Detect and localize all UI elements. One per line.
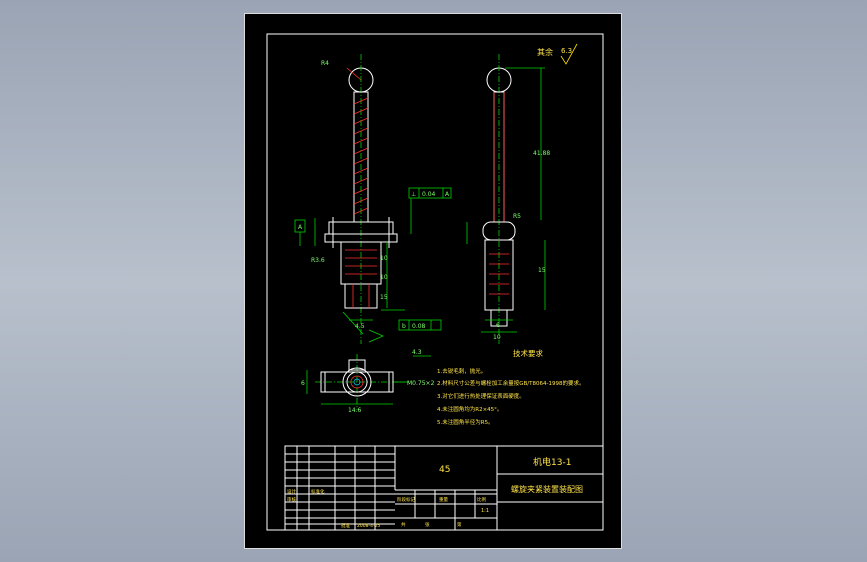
- svg-text:10: 10: [493, 334, 501, 341]
- svg-text:设计: 设计: [287, 488, 296, 495]
- svg-text:批准: 批准: [341, 522, 350, 529]
- svg-text:A: A: [298, 224, 303, 231]
- inner-frame: [266, 33, 604, 531]
- svg-text:6.3: 6.3: [561, 47, 572, 55]
- tech-item: 3.对它们进行热处理保证表面硬度。: [437, 392, 525, 400]
- svg-text:4.5: 4.5: [355, 323, 365, 330]
- tech-requirements: 技术要求 1.去锐毛刺，抛光。 2.材料尺寸公差与螺栓加工余量按GB/T8064…: [437, 348, 584, 426]
- svg-text:阶段标记: 阶段标记: [397, 496, 415, 503]
- svg-text:其余: 其余: [537, 47, 553, 57]
- svg-text:0.04: 0.04: [422, 191, 436, 198]
- front-view: R4 R3.6 10 10 15 4.5 A ⊥ 0.04 A b 0.08: [294, 54, 452, 344]
- svg-text:R4: R4: [321, 60, 329, 67]
- svg-text:R5: R5: [513, 213, 521, 220]
- svg-text:重量: 重量: [439, 496, 448, 503]
- svg-text:第: 第: [457, 521, 462, 528]
- svg-text:14.6: 14.6: [348, 407, 362, 414]
- svg-text:张: 张: [425, 521, 430, 528]
- svg-text:⊥: ⊥: [411, 191, 416, 198]
- svg-text:2008-4-25: 2008-4-25: [357, 523, 380, 529]
- drawing-name: 螺旋夹紧装置装配图: [511, 484, 583, 494]
- svg-text:15: 15: [538, 267, 546, 274]
- svg-text:1:1: 1:1: [481, 508, 489, 514]
- side-view: 41.88 R5 15 6 10: [466, 54, 550, 344]
- svg-text:R3.6: R3.6: [311, 257, 325, 264]
- svg-text:6: 6: [496, 322, 500, 329]
- title-block: 45 机电13-1 螺旋夹紧装置装配图 1:1 设计 标准化 审核 2008-4…: [284, 445, 604, 531]
- tech-item: 2.材料尺寸公差与螺栓加工余量按GB/T8064-1998的要求。: [437, 379, 584, 387]
- cad-drawing: 其余 6.3: [266, 33, 604, 531]
- svg-text:b: b: [402, 323, 406, 330]
- svg-text:41.88: 41.88: [533, 150, 550, 157]
- material-label: 45: [439, 465, 450, 475]
- svg-text:6: 6: [301, 380, 305, 387]
- tech-item: 1.去锐毛刺，抛光。: [437, 367, 486, 375]
- svg-text:标准化: 标准化: [311, 488, 325, 495]
- tech-item: 4.未注圆角均为R2×45°。: [437, 405, 502, 413]
- svg-text:10: 10: [380, 255, 388, 262]
- svg-text:审核: 审核: [287, 496, 296, 503]
- svg-text:A: A: [445, 191, 450, 198]
- plan-view: 14.6 4.3 M0.75×2 6: [301, 349, 435, 414]
- svg-text:4.3: 4.3: [412, 349, 422, 356]
- svg-text:0.08: 0.08: [412, 323, 426, 330]
- svg-text:M0.75×2: M0.75×2: [407, 380, 435, 387]
- tech-heading: 技术要求: [513, 348, 543, 358]
- drawing-number: 机电13-1: [533, 456, 571, 468]
- svg-text:15: 15: [380, 294, 388, 301]
- svg-text:共: 共: [401, 521, 406, 528]
- roughness-symbol: 其余 6.3: [537, 43, 578, 65]
- drawing-sheet: 其余 6.3: [244, 13, 622, 549]
- svg-text:10: 10: [380, 274, 388, 281]
- svg-text:比例: 比例: [477, 496, 486, 503]
- tech-item: 5.未注圆角半径为R5。: [437, 418, 494, 426]
